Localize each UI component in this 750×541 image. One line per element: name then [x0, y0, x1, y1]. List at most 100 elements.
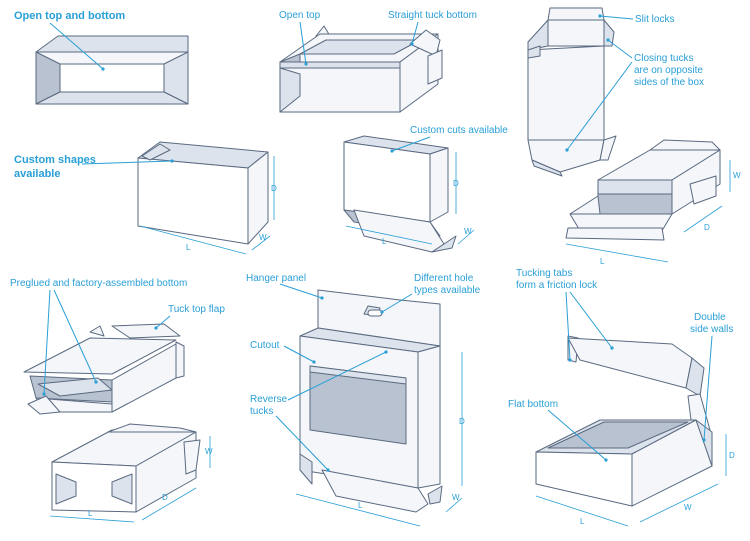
label-straight-tuck-bottom: Straight tuck bottom	[388, 10, 477, 21]
leader-dot	[565, 148, 569, 152]
label-different-hole-2: types available	[414, 285, 481, 296]
leader-dot	[154, 326, 158, 330]
dim-line-w	[639, 483, 719, 523]
leader-tucking-a	[565, 291, 571, 361]
leader-dot	[610, 346, 614, 350]
leader-dot	[42, 392, 46, 396]
dim-label-d: D	[459, 417, 465, 426]
dim-label-l: L	[382, 237, 387, 246]
label-reverse-tucks: Reverse	[250, 394, 288, 405]
slit-lock-tall-box	[527, 7, 617, 177]
label-custom-shapes-2: available	[14, 168, 60, 180]
dim-label-w: W	[205, 447, 213, 456]
preglued-box-assembled	[51, 423, 201, 513]
leader-cutout	[283, 345, 315, 363]
leader-closing-tucks-b	[566, 61, 633, 151]
dim-label-d: D	[729, 451, 735, 460]
label-closing-tucks-2: are on opposite	[634, 65, 703, 76]
dim-line-d	[683, 205, 723, 233]
dim-label-l: L	[358, 501, 363, 510]
label-cutout: Cutout	[250, 340, 280, 351]
leader-reverse-b	[275, 415, 329, 471]
dim-line-l	[139, 225, 247, 255]
leader-dot	[304, 62, 308, 66]
leader-dot	[604, 458, 608, 462]
dim-label-w: W	[733, 171, 741, 180]
dim-line-w	[457, 229, 475, 245]
leader-open-top-bottom	[49, 22, 104, 70]
label-open-top: Open top	[279, 10, 321, 21]
label-open-top-bottom: Open top and bottom	[14, 10, 125, 22]
dim-line-d	[141, 487, 197, 521]
leader-dot	[380, 310, 384, 314]
label-tuck-top-flap: Tuck top flap	[168, 304, 225, 315]
leader-dot	[410, 42, 414, 46]
open-sleeve-box	[35, 35, 189, 105]
leader-dot	[598, 14, 602, 18]
dim-line-l	[535, 495, 629, 527]
dim-label-d: D	[162, 493, 168, 502]
preglued-box-open	[23, 323, 185, 415]
dim-label-d: D	[704, 223, 710, 232]
dim-label-d: D	[453, 179, 459, 188]
hanger-window-box	[299, 289, 443, 513]
dim-label-l: L	[88, 509, 93, 518]
leader-tucking-b	[569, 291, 613, 349]
leader-dot	[390, 149, 394, 153]
leader-double-side	[703, 335, 713, 441]
label-hanger-panel: Hanger panel	[246, 273, 306, 284]
leader-dot	[326, 468, 330, 472]
lying-tuck-box	[565, 139, 721, 241]
leader-closing-tucks-a	[607, 39, 633, 59]
leader-dot	[94, 380, 98, 384]
leader-dot	[320, 296, 324, 300]
dim-line-l	[49, 515, 135, 523]
label-preglued: Preglued and factory-assembled bottom	[10, 278, 187, 289]
dim-label-l: L	[600, 257, 605, 266]
straight-tuck-box	[279, 25, 443, 113]
leader-slit-locks	[599, 15, 634, 20]
label-custom-shapes: Custom shapes	[14, 154, 96, 166]
label-tucking-tabs-2: form a friction lock	[516, 280, 598, 291]
label-reverse-tucks-2: tucks	[250, 406, 273, 417]
leader-dot	[702, 438, 706, 442]
label-different-hole: Different hole	[414, 273, 474, 284]
dim-label-w: W	[452, 493, 460, 502]
leader-reverse-a	[287, 351, 387, 401]
leader-dot	[101, 67, 105, 71]
dim-label-w: W	[259, 233, 267, 242]
dim-label-w: W	[684, 503, 692, 512]
leader-custom-cuts	[391, 136, 431, 152]
dim-label-w: W	[464, 227, 472, 236]
label-closing-tucks-3: sides of the box	[634, 77, 704, 88]
leader-hole	[381, 293, 413, 313]
label-double-side-2: side walls	[690, 324, 733, 335]
dim-line-l	[565, 243, 669, 263]
dim-line-l	[345, 225, 433, 245]
leader-hanger	[279, 283, 323, 299]
leader-tuck-top	[155, 315, 171, 329]
leader-open-top	[299, 21, 307, 65]
label-flat-bottom: Flat bottom	[508, 399, 558, 410]
leader-dot	[312, 360, 316, 364]
leader-preglued-a	[43, 289, 51, 395]
dim-line-l	[295, 493, 421, 527]
leader-dot	[170, 159, 174, 163]
label-closing-tucks: Closing tucks	[634, 53, 693, 64]
leader-dot	[384, 350, 388, 354]
dim-line-w	[445, 497, 463, 513]
leader-straight-tuck	[411, 21, 419, 45]
label-double-side: Double	[694, 312, 726, 323]
leader-flat-bottom	[547, 409, 607, 461]
dim-label-d: D	[271, 184, 277, 193]
dim-line-w	[251, 235, 271, 251]
custom-shapes-box	[137, 141, 269, 245]
leader-preglued-b	[53, 289, 97, 383]
label-slit-locks: Slit locks	[635, 14, 674, 25]
dim-label-l: L	[580, 517, 585, 526]
label-tucking-tabs: Tucking tabs	[516, 268, 572, 279]
leader-custom-shapes	[81, 160, 173, 165]
leader-dot	[568, 358, 572, 362]
mailer-box	[535, 335, 713, 507]
